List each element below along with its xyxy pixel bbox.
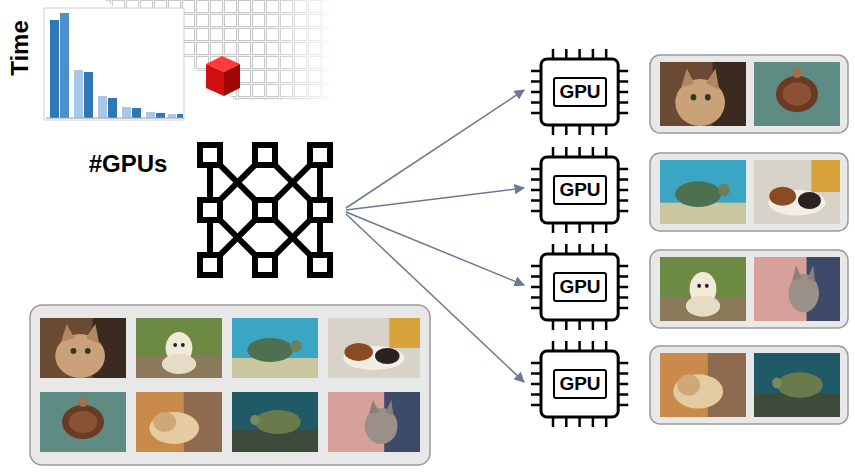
- red-cube: [206, 56, 240, 96]
- network-icon: [200, 145, 330, 275]
- dataset-panel: [30, 305, 430, 465]
- shard-panels: [650, 55, 848, 424]
- gpu-chip: GPU: [531, 244, 628, 330]
- bar-chart: [44, 8, 184, 120]
- chip-label: GPU: [553, 77, 606, 108]
- chip-label: GPU: [553, 369, 606, 400]
- gpu-chip: GPU: [531, 49, 628, 135]
- axis-label: #GPUs: [89, 150, 168, 178]
- axis-label: Time: [6, 20, 34, 76]
- gpu-chip: GPU: [531, 341, 628, 427]
- gpu-chip: GPU: [531, 147, 628, 233]
- chip-label: GPU: [553, 272, 606, 303]
- chip-label: GPU: [553, 175, 606, 206]
